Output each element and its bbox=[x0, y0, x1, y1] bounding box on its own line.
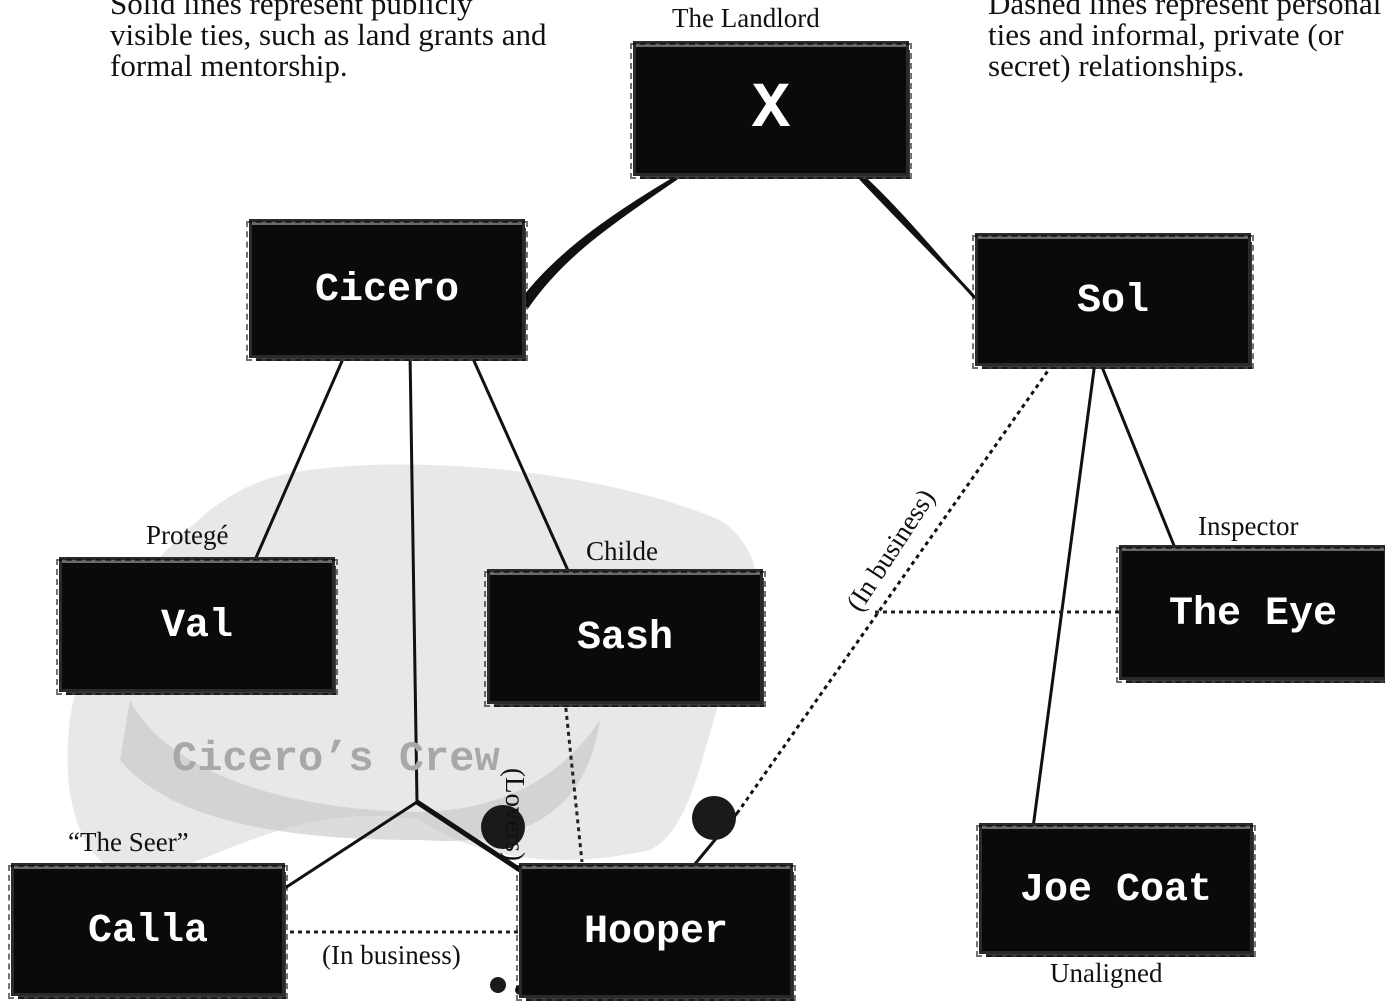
role-label-calla: “The Seer” bbox=[68, 827, 189, 857]
role-label-val: Protegé bbox=[146, 520, 229, 550]
node-joe-coat: Joe Coat bbox=[976, 825, 1256, 957]
tie-sol-joecoat bbox=[1031, 361, 1097, 829]
node-x: X bbox=[630, 43, 912, 179]
node-calla: Calla bbox=[8, 865, 288, 999]
role-label-joe-coat: Unaligned bbox=[1050, 958, 1163, 988]
role-label-the-eye: Inspector bbox=[1198, 511, 1299, 541]
tie-x-sol bbox=[854, 167, 977, 300]
ink-splat bbox=[490, 977, 506, 993]
role-label-sash: Childe bbox=[586, 536, 658, 566]
legend-dashed-note: Dashed lines represent personal ties and… bbox=[988, 0, 1382, 83]
relationship-label-lovers: (Lovers) bbox=[500, 768, 530, 861]
tie-sol-eye bbox=[1098, 361, 1177, 549]
ink-splat bbox=[481, 805, 525, 849]
node-sash: Sash bbox=[484, 571, 766, 707]
relationship-label-calla-hooper: (In business) bbox=[322, 940, 461, 970]
tie-cicero-val bbox=[253, 351, 348, 561]
legend-solid-note: Solid lines represent publicly visible t… bbox=[110, 0, 547, 83]
dash-sash-hooper bbox=[563, 699, 584, 863]
node-hooper: Hooper bbox=[516, 865, 796, 1001]
node-cicero: Cicero bbox=[246, 221, 528, 361]
role-label-x: The Landlord bbox=[672, 3, 820, 33]
crew-smudge-inner bbox=[120, 700, 600, 841]
node-the-eye: The Eye bbox=[1116, 547, 1385, 683]
ink-splat bbox=[692, 796, 736, 840]
node-sol: Sol bbox=[972, 235, 1254, 369]
node-val: Val bbox=[56, 559, 338, 695]
dash-sol-hooper bbox=[736, 364, 1054, 813]
tie-cicero-crew bbox=[408, 351, 419, 803]
tie-crew-hooper bbox=[415, 799, 522, 873]
crew-label: Cicero’s Crew bbox=[172, 735, 500, 783]
tie-x-cicero bbox=[520, 170, 686, 309]
tie-cicero-sash bbox=[468, 351, 572, 576]
tie-crew-calla bbox=[284, 800, 418, 890]
